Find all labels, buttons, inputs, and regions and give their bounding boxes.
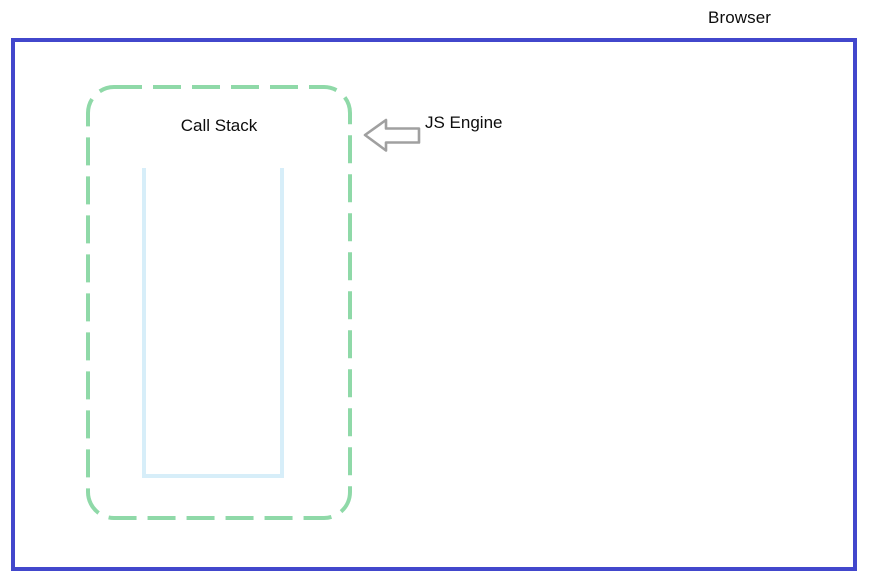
- left-arrow-icon: [363, 116, 421, 152]
- browser-label: Browser: [708, 8, 772, 27]
- js-engine-box: [86, 85, 352, 520]
- call-stack-label: Call Stack: [180, 116, 258, 135]
- js-engine-label: JS Engine: [425, 113, 503, 132]
- browser-box: [11, 38, 857, 571]
- call-stack-shape: [142, 166, 284, 478]
